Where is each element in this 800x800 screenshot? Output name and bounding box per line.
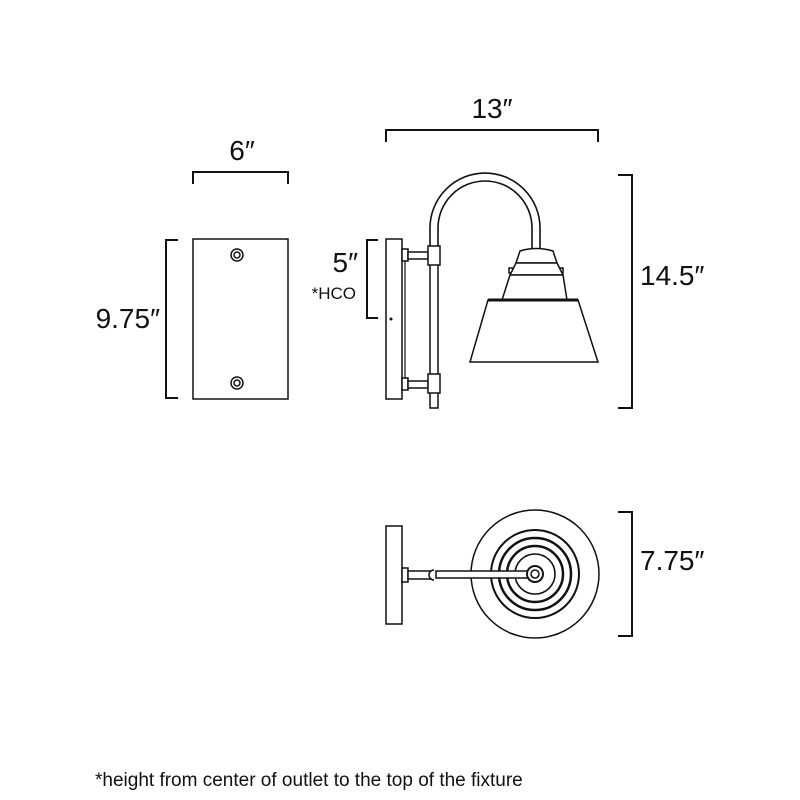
extension-label: 13″ — [471, 93, 512, 124]
fixture-side-view: 13″ 5″ *HCO 14.5″ — [312, 93, 704, 409]
arm-rod — [429, 245, 439, 409]
fixture-top-view: 7.75″ — [385, 509, 704, 639]
plate-height-label: 9.75″ — [96, 303, 160, 334]
top-backplate — [385, 525, 403, 625]
hco-value-label: 5″ — [333, 247, 359, 278]
shade — [469, 299, 600, 363]
shade-neck — [500, 274, 568, 301]
hco-label: *HCO — [312, 284, 356, 303]
gooseneck-inner — [437, 180, 533, 250]
plate-height-bracket — [165, 239, 178, 399]
height-label: 14.5″ — [640, 260, 704, 291]
hco-bracket — [366, 239, 378, 319]
top-arm — [435, 570, 536, 579]
shade-cap — [514, 247, 559, 264]
footnote: *height from center of outlet to the top… — [95, 770, 523, 791]
height-bracket — [618, 174, 633, 409]
plate-width-bracket — [192, 171, 289, 184]
gooseneck-outer — [429, 172, 541, 250]
diameter-label: 7.75″ — [640, 545, 704, 576]
backplate-front-view: 6″ 9.75″ — [96, 135, 289, 400]
extension-bracket — [385, 129, 599, 142]
plate-width-label: 6″ — [229, 135, 255, 166]
side-backplate — [385, 238, 403, 400]
diameter-bracket — [618, 511, 633, 637]
backplate — [192, 238, 289, 400]
